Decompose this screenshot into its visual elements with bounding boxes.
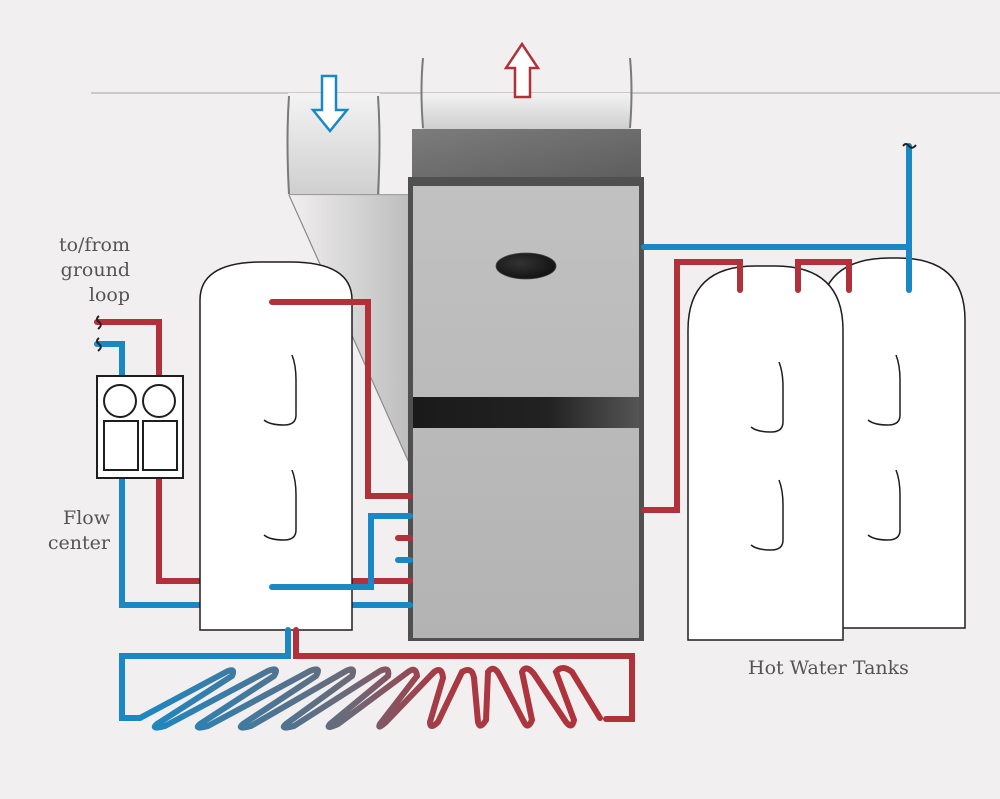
return-air-arrow-down-icon xyxy=(310,74,350,133)
hot-water-tanks-label: Hot Water Tanks xyxy=(748,657,909,679)
ground-loop-label-line-1: to/from xyxy=(58,234,130,256)
buffer-tank xyxy=(199,261,353,631)
flow-center-label: Flow center xyxy=(30,506,110,556)
flow-center xyxy=(96,375,184,479)
radiant-supply-pipe xyxy=(293,627,635,722)
ground-loop-label-line-3: loop xyxy=(88,284,130,306)
pipe-break-icon xyxy=(96,337,102,352)
ground-loop-label-line-2: ground xyxy=(60,259,130,281)
pipe-break-icon xyxy=(96,315,102,330)
supply-air-arrow-up-icon xyxy=(503,41,541,99)
ground-loop-return-pipe xyxy=(94,341,125,379)
ground-loop-label: to/from ground loop xyxy=(30,233,130,308)
pipe-break-icon xyxy=(902,143,917,149)
radiant-return-pipe xyxy=(119,627,291,721)
supply-duct xyxy=(412,57,641,177)
ground-loop-supply-pipe xyxy=(94,319,162,379)
radiant-coil xyxy=(137,665,603,731)
flow-center-label-line-1: Flow xyxy=(63,507,110,529)
hot-water-tank-1 xyxy=(687,265,844,641)
heat-pump-unit xyxy=(408,177,644,641)
radiant-floor-loop xyxy=(119,627,635,731)
hot-water-tank-2 xyxy=(819,257,966,629)
heat-pump-band xyxy=(413,397,639,428)
heat-pump-badge-icon xyxy=(495,252,557,280)
flow-center-label-line-2: center xyxy=(47,532,110,554)
